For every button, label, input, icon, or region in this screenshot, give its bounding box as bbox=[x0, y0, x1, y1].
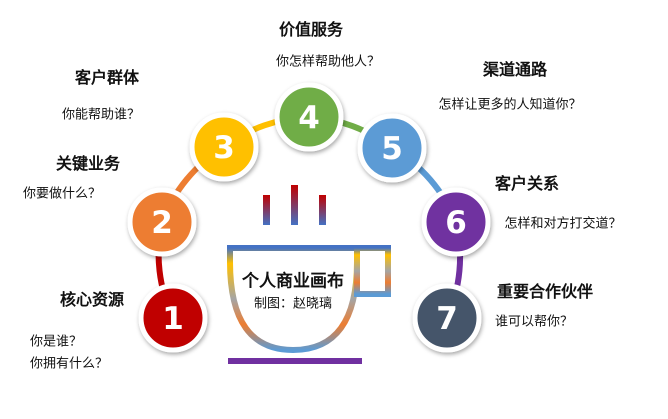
item-5-question: 怎样让更多的人知道你？ bbox=[438, 97, 582, 113]
item-2-question: 你要做什么？ bbox=[22, 186, 102, 202]
item-5-title: 渠道通路 bbox=[482, 60, 548, 79]
steam-icon bbox=[263, 185, 326, 225]
step-circle-1: 1 bbox=[138, 283, 208, 353]
item-6-title: 客户关系 bbox=[494, 174, 560, 193]
step-circle-5: 5 bbox=[357, 113, 427, 183]
step-number: 2 bbox=[151, 205, 173, 241]
item-4-title: 价值服务 bbox=[278, 20, 344, 39]
step-number: 4 bbox=[298, 100, 320, 136]
step-number: 6 bbox=[445, 205, 467, 241]
center-author: 制图：赵晓璃 bbox=[253, 296, 333, 312]
item-1-question: 你是谁？ bbox=[30, 334, 83, 350]
step-circle-4: 4 bbox=[274, 82, 344, 152]
step-circle-3: 3 bbox=[189, 112, 259, 182]
item-4-question: 你怎样帮助他人？ bbox=[275, 54, 381, 70]
item-6-question: 怎样和对方打交道？ bbox=[504, 216, 622, 232]
step-circle-2: 2 bbox=[127, 187, 197, 257]
item-7-question: 谁可以帮你？ bbox=[494, 314, 574, 330]
step-circle-6: 6 bbox=[421, 187, 491, 257]
step-number: 3 bbox=[213, 130, 235, 166]
center-title: 个人商业画布 bbox=[242, 271, 344, 292]
saucer-line bbox=[228, 358, 362, 364]
step-number: 1 bbox=[162, 301, 184, 337]
item-7-title: 重要合作伙伴 bbox=[496, 282, 594, 301]
step-number: 7 bbox=[436, 301, 458, 337]
item-1-question2: 你拥有什么？ bbox=[30, 356, 109, 372]
item-2-title: 关键业务 bbox=[55, 154, 121, 173]
step-circle-7: 7 bbox=[412, 283, 482, 353]
cup-icon bbox=[227, 245, 391, 354]
item-3-title: 客户群体 bbox=[74, 68, 140, 87]
step-number: 5 bbox=[381, 131, 403, 167]
item-3-question: 你能帮助谁？ bbox=[61, 107, 141, 123]
item-1-title: 核心资源 bbox=[59, 290, 125, 309]
